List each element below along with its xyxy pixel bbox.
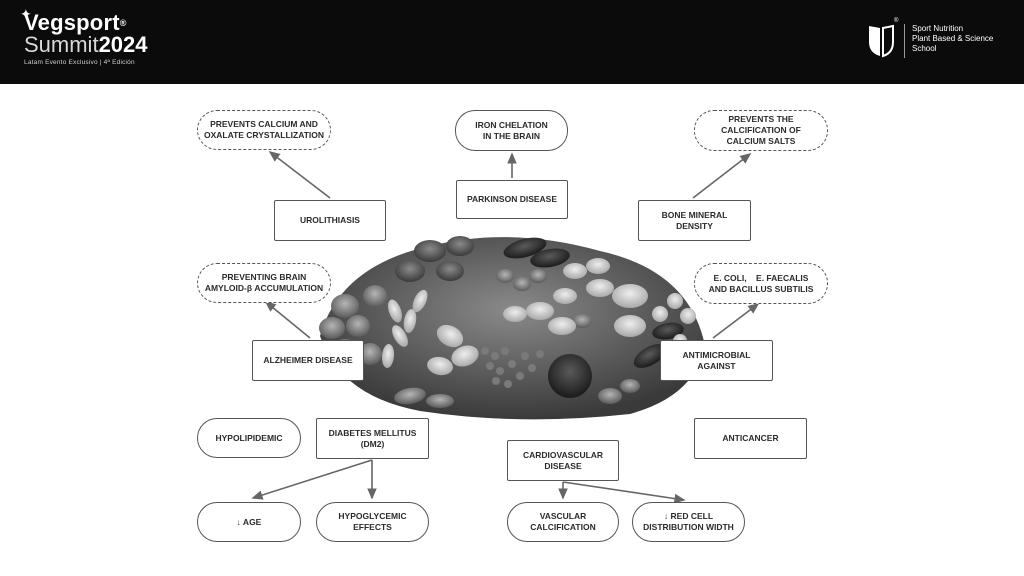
arrow-urolithiasis <box>268 151 331 199</box>
vascular-calcification-box: VASCULAR CALCIFICATION <box>507 502 619 542</box>
brand-tagline: Latam Evento Exclusivo | 4ª Edición <box>24 59 135 66</box>
brand-year: 2024 <box>98 32 148 57</box>
arrow-cardio-redcell <box>562 481 686 504</box>
hypoglycemic-box: HYPOGLYCEMIC EFFECTS <box>316 502 429 542</box>
cardiovascular-box: CARDIOVASCULAR DISEASE <box>507 440 619 481</box>
bone-density-box: BONE MINERAL DENSITY <box>638 200 751 241</box>
hypolipidemic-box: HYPOLIPIDEMIC <box>197 418 301 458</box>
arrow-bone-density <box>692 153 752 199</box>
parkinson-box: PARKINSON DISEASE <box>456 180 568 219</box>
calcium-oxalate-box: PREVENTS CALCIUM AND OXALATE CRYSTALLIZA… <box>197 110 331 150</box>
age-box: ↓ AGE <box>197 502 301 542</box>
school-registered-mark: ® <box>894 18 899 24</box>
red-cell-box: ↓ RED CELL DISTRIBUTION WIDTH <box>632 502 745 542</box>
amyloid-box: PREVENTING BRAIN AMYLOID-β ACCUMULATION <box>197 263 331 303</box>
vegsport-summit-logo: ✦ Vegsport® Summit2024 Latam Evento Excl… <box>20 6 148 66</box>
antimicrobial-box: ANTIMICROBIAL AGAINST <box>660 340 773 381</box>
header-bar: ✦ Vegsport® Summit2024 Latam Evento Excl… <box>0 0 1024 84</box>
brand-registered-mark: ® <box>119 18 127 28</box>
brand-name: Vegsport <box>24 10 120 35</box>
bacteria-box: E. COLI, E. FAECALIS AND BACILLUS SUBTIL… <box>694 263 828 304</box>
school-name: Sport Nutrition Plant Based & Science Sc… <box>912 24 994 53</box>
calcification-salts-box: PREVENTS THE CALCIFICATION OF CALCIUM SA… <box>694 110 828 151</box>
school-emblem-icon <box>869 24 894 58</box>
arrow-antimicrobial <box>712 303 760 339</box>
iron-chelation-box: IRON CHELATION IN THE BRAIN <box>455 110 568 151</box>
urolithiasis-box: UROLITHIASIS <box>274 200 386 241</box>
legumes-nuts-pile-image <box>319 236 705 420</box>
diabetes-box: DIABETES MELLITUS (DM2) <box>316 418 429 459</box>
school-divider <box>904 24 905 58</box>
arrow-alzheimer <box>264 300 311 339</box>
alzheimer-box: ALZHEIMER DISEASE <box>252 340 364 381</box>
arrow-diabetes-age <box>251 459 373 500</box>
brand-summit: Summit <box>24 32 99 57</box>
anticancer-box: ANTICANCER <box>694 418 807 459</box>
sparkle-icon: ✦ <box>20 6 32 22</box>
